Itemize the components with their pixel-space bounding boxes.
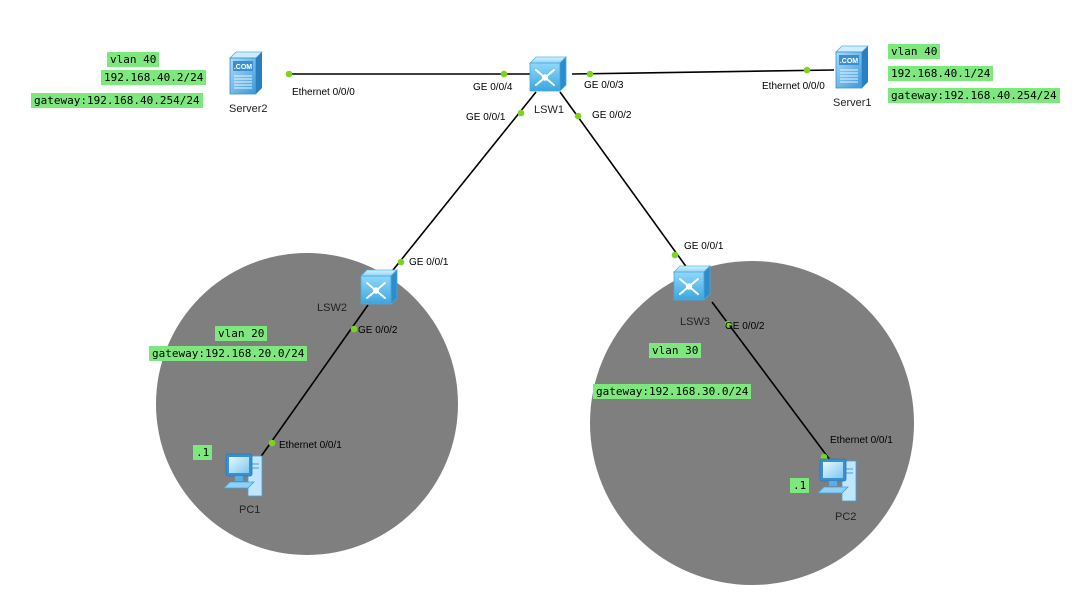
link-lsw2-pc1[interactable] [254,304,369,466]
note-server2-ip: 192.168.40.2/24 [101,70,207,85]
server-server2[interactable]: .COM [229,51,263,95]
pc2-label: PC2 [835,511,857,523]
link-lsw3-pc2[interactable] [711,301,837,469]
lsw3-label: LSW3 [680,316,710,328]
port-label-lsw2-ge002: GE 0/0/2 [358,325,398,336]
vlan20-area [156,253,458,555]
server2-label: Server2 [229,103,268,115]
port-dot [803,66,811,74]
note-server2-vlan: vlan 40 [107,52,160,67]
port-label-lsw3-ge001: GE 0/0/1 [684,241,724,252]
note-gateway20: gateway:192.168.20.0/24 [149,346,308,361]
port-dot [268,439,276,447]
switch-lsw3[interactable] [673,265,711,301]
port-dot [586,70,594,78]
note-vlan20: vlan 20 [215,326,268,341]
port-label-lsw1-ge001: GE 0/0/1 [466,112,506,123]
port-dot [397,258,405,266]
port-label-lsw1-ge002: GE 0/0/2 [592,110,632,121]
port-dot [350,325,358,333]
switch-lsw2[interactable] [360,269,398,305]
switch-lsw1[interactable] [529,56,567,92]
server-com-label: .COM [234,64,252,71]
port-dot [671,251,679,259]
port-label-server2-eth: Ethernet 0/0/0 [292,87,355,98]
server1-label: Server1 [833,97,872,109]
port-label-lsw3-ge002: GE 0/0/2 [725,321,765,332]
note-server1-gateway: gateway:192.168.40.254/24 [888,88,1060,103]
note-vlan30: vlan 30 [649,343,702,358]
port-label-pc2-eth: Ethernet 0/0/1 [830,435,893,446]
port-dot [500,70,508,78]
server-server1[interactable]: .COM [835,45,869,89]
port-label-pc1-eth: Ethernet 0/0/1 [279,440,342,451]
vlan30-area [590,261,914,585]
port-label-server1-eth: Ethernet 0/0/0 [762,81,825,92]
port-label-lsw1-ge004: GE 0/0/4 [473,82,513,93]
server-com-label: .COM [840,58,858,65]
link-lsw1-lsw3[interactable] [559,91,691,273]
port-label-lsw2-ge001: GE 0/0/1 [409,257,449,268]
port-label-lsw1-ge003: GE 0/0/3 [584,80,624,91]
lsw2-label: LSW2 [317,302,347,314]
note-pc2-ip: .1 [790,478,810,493]
note-server2-gateway: gateway:192.168.40.254/24 [31,93,203,108]
note-pc1-ip: .1 [193,445,213,460]
note-gateway30: gateway:192.168.30.0/24 [593,384,752,399]
lsw1-label: LSW1 [534,104,564,116]
note-server1-vlan: vlan 40 [888,44,941,59]
port-dot [574,112,582,120]
pc1-label: PC1 [239,504,261,516]
link-lsw1-lsw2[interactable] [384,91,537,281]
port-dot [517,109,525,117]
note-server1-ip: 192.168.40.1/24 [888,66,994,81]
link-lsw1-server1[interactable] [571,69,835,75]
port-dot [285,70,293,78]
port-dot [724,320,732,328]
